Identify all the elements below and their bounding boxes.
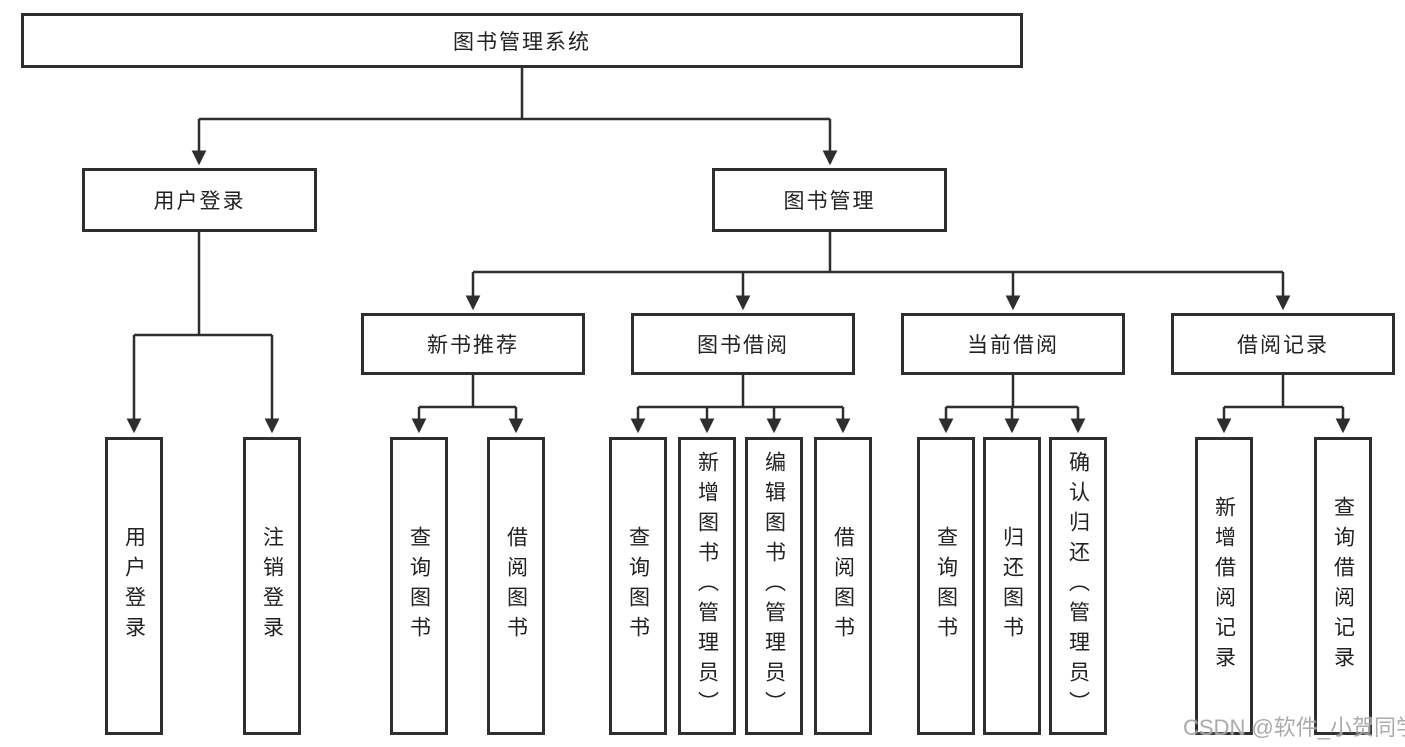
node-user-login: 用户登录 (82, 168, 317, 232)
connector-borrow-records-children (1216, 375, 1351, 434)
connector-book-management-children (465, 232, 1291, 311)
leaf-cb-confirm-return-admin: 确认归还（管理员） (1049, 437, 1107, 735)
leaf-cb-query-books: 查询图书 (917, 437, 975, 735)
connector-current-borrow-children (938, 375, 1086, 434)
connector-new-books-children (411, 375, 524, 434)
leaf-bb-edit-books-admin: 编辑图书（管理员） (745, 437, 803, 735)
connector-user-login-children (126, 232, 280, 434)
node-new-book-recommend: 新书推荐 (361, 313, 585, 375)
connector-root-to-level2 (191, 68, 838, 166)
leaf-bb-query-books: 查询图书 (609, 437, 667, 735)
leaf-user-login: 用户登录 (105, 437, 163, 735)
node-book-management: 图书管理 (712, 168, 947, 232)
leaf-br-query-record: 查询借阅记录 (1314, 437, 1372, 735)
leaf-bb-borrow-books: 借阅图书 (814, 437, 872, 735)
connector-book-borrow-children (630, 375, 851, 434)
csdn-watermark: CSDN @软件_小贺同学 (1183, 715, 1405, 740)
leaf-cb-return-books: 归还图书 (983, 437, 1041, 735)
node-book-borrow: 图书借阅 (631, 313, 855, 375)
leaf-br-add-record: 新增借阅记录 (1195, 437, 1253, 735)
leaf-logout: 注销登录 (243, 437, 301, 735)
leaf-bb-add-books-admin: 新增图书（管理员） (678, 437, 736, 735)
node-borrow-records: 借阅记录 (1171, 313, 1395, 375)
leaf-nb-query-books: 查询图书 (390, 437, 448, 735)
leaf-nb-borrow-books: 借阅图书 (487, 437, 545, 735)
node-root-library-system: 图书管理系统 (21, 13, 1023, 68)
node-current-borrow: 当前借阅 (901, 313, 1125, 375)
